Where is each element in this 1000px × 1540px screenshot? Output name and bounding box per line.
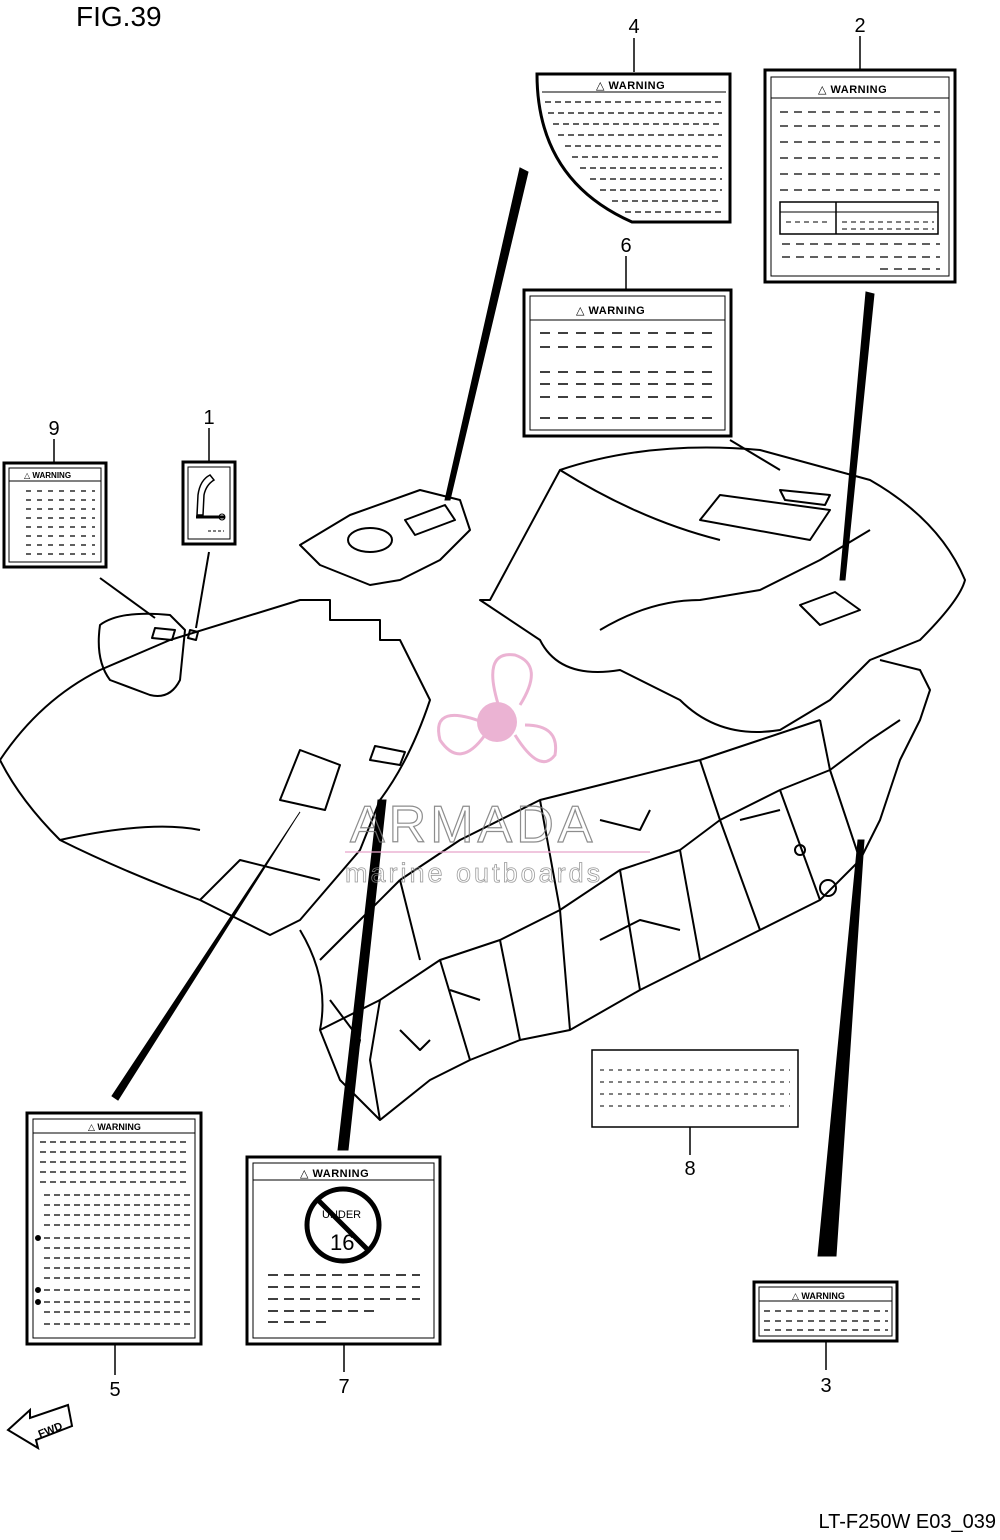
callout-5: 5: [109, 1379, 120, 1401]
callout-6: 6: [620, 235, 631, 257]
warning-text-5: △ WARNING: [88, 1122, 141, 1132]
decal-3: △ WARNING: [752, 1280, 899, 1343]
figure-title: FIG.39: [76, 1, 162, 32]
warning-text-4: △ WARNING: [596, 80, 665, 92]
callout-1: 1: [203, 407, 214, 429]
decal-8: [591, 1049, 799, 1128]
leader-1: [195, 551, 210, 629]
shift-lever-icon: [196, 474, 216, 516]
diagram-code: LT-F250W E03_039: [818, 1511, 996, 1533]
watermark-tagline: marine outboards: [345, 858, 603, 888]
watermark-brand: ARMADA: [350, 796, 596, 854]
age-sign-top: UNDER: [322, 1209, 361, 1221]
decal-5: △ WARNING: [25, 1111, 203, 1346]
decal-9: △ WARNING: [2, 461, 108, 569]
fwd-arrow-icon: FWD: [6, 1403, 74, 1451]
decal-2: △ WARNING: [763, 68, 957, 284]
atv-frame-drawing: [0, 439, 966, 1121]
decal-1: [181, 460, 237, 546]
callout-8: 8: [684, 1158, 695, 1180]
warning-text-3: △ WARNING: [792, 1291, 845, 1301]
callout-9: 9: [48, 418, 59, 440]
callout-numbers: 4 2 6 9 1 5 7 8 3: [48, 15, 865, 1401]
callout-7: 7: [338, 1376, 349, 1398]
callout-4: 4: [628, 16, 639, 38]
no-under-16-sign: [304, 1186, 382, 1264]
callout-3: 3: [820, 1375, 831, 1397]
leader-2: [839, 291, 875, 581]
decal-6: △ WARNING: [522, 288, 733, 438]
decal-7: △ WARNING UNDER 16: [245, 1155, 442, 1346]
warning-text-9: △ WARNING: [24, 471, 71, 480]
leader-4: [444, 167, 529, 501]
warning-text-7: △ WARNING: [300, 1168, 369, 1180]
warning-text-2: △ WARNING: [818, 84, 887, 96]
dash-rows-4: [545, 101, 722, 213]
decals: △ WARNING △ WARNING: [2, 68, 957, 1346]
leader-lines: [53, 36, 875, 1375]
leader-7: [337, 799, 387, 1151]
leader-5: [111, 811, 301, 1101]
propeller-logo-icon: [437, 653, 558, 764]
age-sign-number: 16: [330, 1230, 354, 1255]
callout-2: 2: [854, 15, 865, 37]
watermark: ARMADA marine outboards: [345, 653, 650, 888]
warning-text-6: △ WARNING: [576, 305, 645, 317]
leader-3: [817, 839, 865, 1257]
decal-4: △ WARNING: [535, 72, 732, 224]
leader-9: [99, 577, 156, 619]
